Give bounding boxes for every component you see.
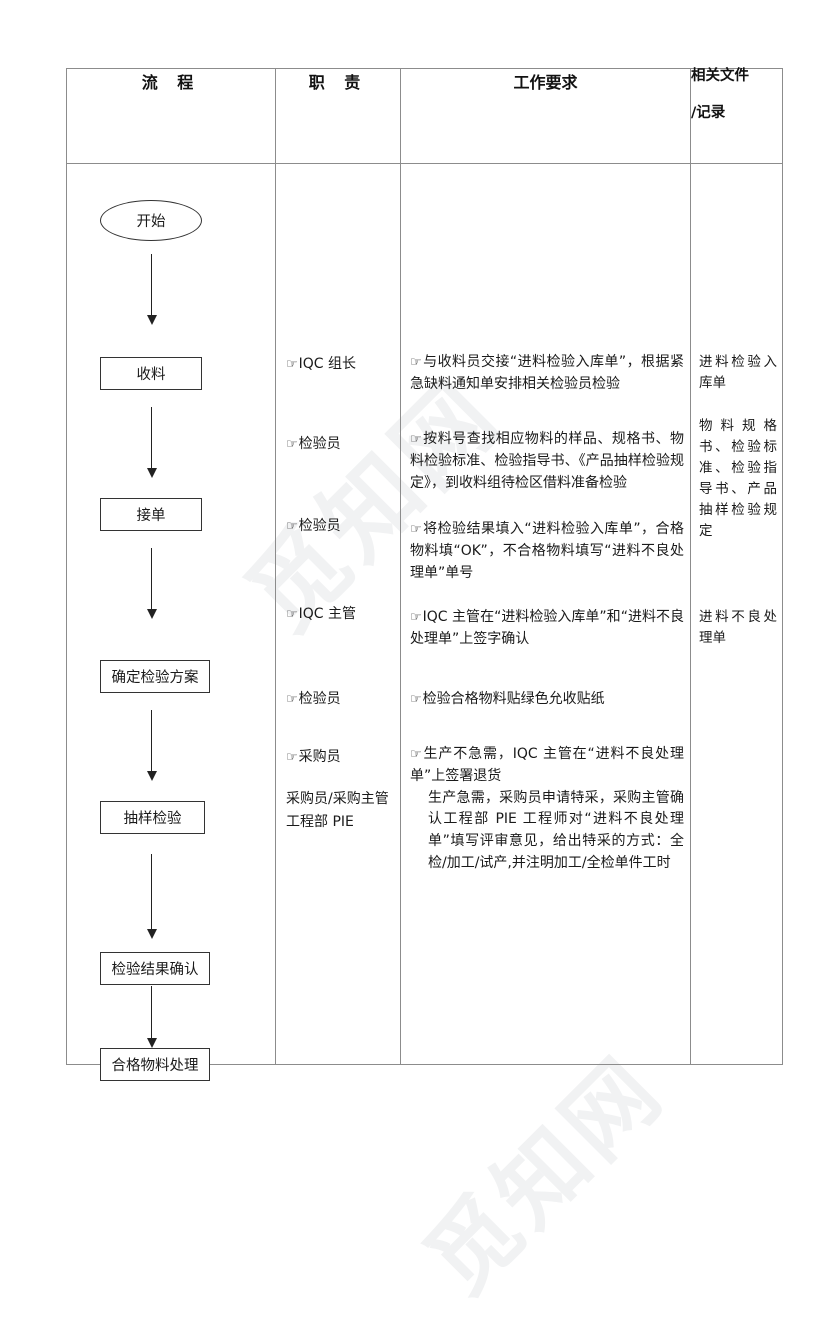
duty-item-3: ☞检验员 [286, 516, 396, 537]
requirement-item-6: ☞生产不急需，IQC 主管在“进料不良处理单”上签署退货 生产急需，采购员申请特… [410, 744, 684, 875]
header-flow-label: 流 程 [141, 73, 201, 92]
document-column: 进料检验入库单 物料规格书、检验标准、检验指导书、产品抽样检验规定 进料不良处理… [690, 163, 783, 1065]
duty-item-3-label: 检验员 [298, 518, 341, 534]
flow-arrow-5 [146, 854, 157, 939]
header-document-line1: 相关文件 [691, 68, 749, 84]
requirement-item-4-text: IQC 主管在“进料检验入库单”和“进料不良处理单”上签字确认 [410, 609, 684, 647]
document-item-1-text: 进料检验入库单 [699, 354, 777, 391]
duty-column: ☞IQC 组长 ☞检验员 ☞检验员 ☞IQC 主管 ☞检验员 [275, 163, 401, 1065]
duty-item-2-label: 检验员 [298, 436, 341, 452]
header-duty-label: 职 责 [308, 73, 368, 92]
document-list: 进料检验入库单 物料规格书、检验标准、检验指导书、产品抽样检验规定 进料不良处理… [691, 164, 782, 1064]
duty-item-4: ☞IQC 主管 [286, 604, 396, 625]
requirement-item-4: ☞IQC 主管在“进料检验入库单”和“进料不良处理单”上签字确认 [410, 607, 684, 651]
flow-node-start[interactable]: 开始 [100, 200, 202, 241]
flow-column: 开始 收料 接单 确定检验方案 [66, 163, 276, 1081]
process-flow-sheet: 流 程 职 责 工作要求 相关文件 /记录 开始 [66, 68, 783, 1081]
flow-arrow-1 [146, 254, 157, 325]
pointing-hand-icon: ☞ [286, 519, 298, 534]
requirement-item-3-text: 将检验结果填入“进料检验入库单”，合格物料填“OK”，不合格物料填写“进料不良处… [410, 521, 684, 581]
flow-arrow-2 [146, 407, 157, 478]
requirement-item-3: ☞将检验结果填入“进料检验入库单”，合格物料填“OK”，不合格物料填写“进料不良… [410, 519, 684, 584]
pointing-hand-icon: ☞ [286, 692, 298, 707]
flow-arrow-6 [146, 986, 157, 1048]
duty-item-8-label: 工程部 PIE [286, 814, 354, 830]
flow-node-accept[interactable]: 接单 [100, 498, 202, 531]
duty-item-5-label: 检验员 [298, 691, 341, 707]
flowchart: 开始 收料 接单 确定检验方案 [67, 164, 275, 1081]
flow-node-sampling[interactable]: 抽样检验 [100, 801, 205, 834]
flow-node-confirm[interactable]: 检验结果确认 [100, 952, 210, 985]
flow-node-confirm-label: 检验结果确认 [111, 962, 199, 978]
requirement-list: ☞与收料员交接“进料检验入库单”，根据紧急缺料通知单安排相关检验员检验 ☞按料号… [401, 164, 690, 1064]
flow-node-plan[interactable]: 确定检验方案 [100, 660, 210, 693]
flow-node-receive-label: 收料 [136, 367, 166, 383]
requirement-item-5-text: 检验合格物料贴绿色允收贴纸 [422, 691, 605, 707]
requirement-item-2-text: 按料号查找相应物料的样品、规格书、物料检验标准、检验指导书、《产品抽样检验规定》… [410, 431, 684, 491]
document-item-1: 进料检验入库单 [699, 352, 777, 394]
pointing-hand-icon: ☞ [410, 692, 422, 707]
requirement-item-1-text: 与收料员交接“进料检验入库单”，根据紧急缺料通知单安排相关检验员检验 [410, 354, 684, 392]
header-duty: 职 责 [275, 68, 401, 164]
duty-item-7-label: 采购员/采购主管 [286, 791, 389, 807]
duty-list: ☞IQC 组长 ☞检验员 ☞检验员 ☞IQC 主管 ☞检验员 [276, 164, 400, 1064]
table-header-row: 流 程 职 责 工作要求 相关文件 /记录 [66, 68, 783, 164]
flow-node-start-label: 开始 [136, 214, 166, 230]
flow-arrow-3 [146, 548, 157, 619]
pointing-hand-icon: ☞ [286, 357, 298, 372]
flow-node-sampling-label: 抽样检验 [123, 811, 182, 827]
duty-item-4-label: IQC 主管 [298, 606, 357, 622]
requirement-item-5: ☞检验合格物料贴绿色允收贴纸 [410, 689, 684, 711]
requirement-item-2: ☞按料号查找相应物料的样品、规格书、物料检验标准、检验指导书、《产品抽样检验规定… [410, 429, 684, 494]
duty-item-7: 采购员/采购主管 [286, 789, 396, 809]
pointing-hand-icon: ☞ [286, 607, 298, 622]
requirement-column: ☞与收料员交接“进料检验入库单”，根据紧急缺料通知单安排相关检验员检验 ☞按料号… [400, 163, 691, 1065]
flow-node-plan-label: 确定检验方案 [111, 670, 199, 686]
pointing-hand-icon: ☞ [410, 432, 422, 447]
duty-item-1: ☞IQC 组长 [286, 354, 396, 375]
header-requirement-label: 工作要求 [513, 73, 578, 92]
pointing-hand-icon: ☞ [286, 750, 298, 765]
duty-item-1-label: IQC 组长 [298, 356, 357, 372]
flow-node-handle-label: 合格物料处理 [111, 1058, 199, 1074]
header-document-line2: /记录 [691, 104, 726, 121]
document-item-2-text: 物料规格书、检验标准、检验指导书、产品抽样检验规定 [699, 418, 777, 539]
pointing-hand-icon: ☞ [410, 355, 422, 370]
table-body-row: 开始 收料 接单 确定检验方案 [66, 163, 783, 1081]
header-document: 相关文件 /记录 [690, 68, 783, 164]
duty-item-8: 工程部 PIE [286, 812, 396, 832]
document-item-3-text: 进料不良处理单 [699, 609, 777, 646]
document-item-3: 进料不良处理单 [699, 607, 777, 649]
watermark-bottom: 觅知网 [406, 1037, 684, 1315]
process-table: 流 程 职 责 工作要求 相关文件 /记录 开始 [66, 68, 783, 1081]
flow-node-accept-label: 接单 [136, 508, 166, 524]
pointing-hand-icon: ☞ [286, 437, 298, 452]
duty-item-5: ☞检验员 [286, 689, 396, 710]
flow-arrow-4 [146, 710, 157, 781]
header-flow: 流 程 [66, 68, 276, 164]
flow-node-receive[interactable]: 收料 [100, 357, 202, 390]
duty-item-6: ☞采购员 [286, 747, 396, 768]
duty-item-2: ☞检验员 [286, 434, 396, 455]
header-requirement: 工作要求 [400, 68, 691, 164]
requirement-item-6-extra: 生产急需，采购员申请特采，采购主管确认工程部 PIE 工程师对“进料不良处理单”… [428, 789, 684, 872]
pointing-hand-icon: ☞ [410, 747, 422, 762]
pointing-hand-icon: ☞ [410, 522, 422, 537]
duty-item-6-label: 采购员 [298, 749, 341, 765]
requirement-item-1: ☞与收料员交接“进料检验入库单”，根据紧急缺料通知单安排相关检验员检验 [410, 352, 684, 396]
document-item-2: 物料规格书、检验标准、检验指导书、产品抽样检验规定 [699, 416, 777, 542]
pointing-hand-icon: ☞ [410, 610, 422, 625]
flow-node-handle[interactable]: 合格物料处理 [100, 1048, 210, 1081]
requirement-item-6-text: 生产不急需，IQC 主管在“进料不良处理单”上签署退货 [410, 746, 684, 784]
